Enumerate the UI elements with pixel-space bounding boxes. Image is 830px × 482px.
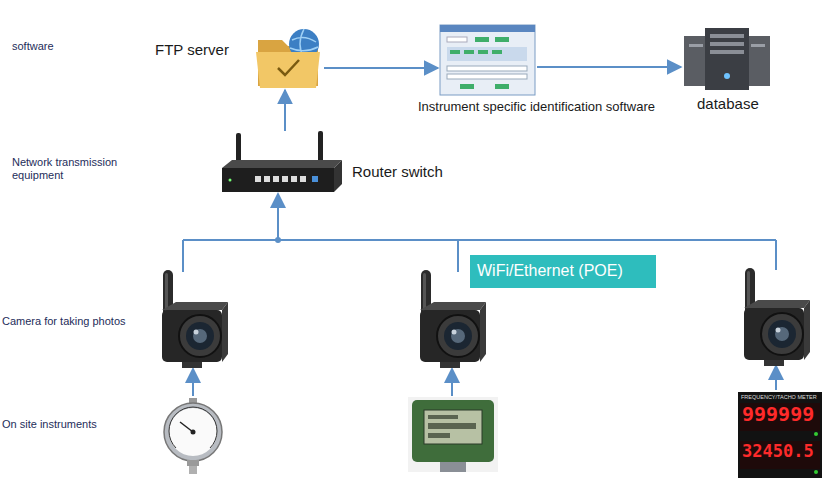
- camera-icon: [162, 270, 228, 368]
- digital-display-icon: [424, 410, 482, 444]
- box-label: WiFi/Ethernet (POE): [477, 262, 623, 280]
- pressure-gauge-icon: [169, 407, 217, 448]
- node-label: database: [697, 95, 759, 112]
- ftp-folder-icon: [256, 52, 320, 88]
- bus-wires: [192, 375, 194, 396]
- software-window-icon: [447, 47, 527, 61]
- router-icon: [222, 168, 334, 192]
- database-server-icon: [710, 34, 744, 38]
- flow-arrow: [324, 67, 438, 69]
- digital-display-icon: [408, 397, 498, 472]
- bus-wires: [182, 240, 184, 272]
- software-window-icon: [440, 25, 535, 32]
- database-server-icon: [705, 28, 749, 90]
- tier-label: Camera for taking photos: [2, 315, 126, 328]
- digital-display-icon: [408, 397, 498, 472]
- pressure-gauge-icon: [189, 466, 197, 474]
- router-icon: [334, 160, 342, 192]
- software-window-icon: [447, 74, 527, 79]
- ftp-folder-icon: [256, 29, 320, 88]
- tier-label: Network transmission equipment: [12, 156, 132, 182]
- router-icon: [300, 176, 306, 182]
- bus-wires: [451, 375, 453, 396]
- digital-display-icon: [428, 423, 476, 429]
- software-window-icon: [478, 50, 488, 54]
- pressure-gauge-icon: [164, 398, 222, 474]
- database-server-icon: [724, 73, 730, 79]
- software-window-icon: [447, 37, 467, 42]
- router-icon: [264, 176, 270, 182]
- router-icon: [273, 176, 279, 182]
- led-digits: 32450.5: [742, 443, 814, 460]
- tacho-meter-icon: [814, 470, 818, 474]
- tacho-meter-icon: [740, 403, 820, 431]
- router-icon: [229, 179, 232, 182]
- node-label: Instrument specific identification softw…: [418, 100, 655, 115]
- bus-wires: [457, 240, 459, 272]
- digital-display-icon: [412, 400, 494, 462]
- software-window-icon: [464, 50, 474, 54]
- led-digits: 999999: [742, 404, 814, 424]
- ftp-folder-icon: [278, 60, 299, 75]
- bus-wires: [277, 200, 279, 240]
- camera-icon: [744, 268, 810, 366]
- router-icon: [282, 176, 288, 182]
- pressure-gauge-icon: [191, 430, 196, 435]
- router-icon: [291, 176, 297, 182]
- tier-label: On site instruments: [2, 418, 97, 431]
- database-server-icon: [684, 36, 708, 86]
- software-window-icon: [450, 50, 460, 54]
- router-node: Router switch: [222, 133, 342, 193]
- database-server-icon: [751, 44, 765, 47]
- digital-display-icon: [428, 433, 450, 438]
- digital-display-icon: [440, 462, 466, 472]
- bus-wires: [183, 200, 776, 396]
- junction-dot: [275, 237, 281, 243]
- node-label: Router switch: [352, 163, 443, 180]
- flow-arrow: [537, 66, 681, 68]
- router-icon: [318, 131, 323, 163]
- software-window-icon: [492, 50, 502, 54]
- database-server-icon: [710, 42, 744, 46]
- software-window-icon: [447, 66, 527, 71]
- pressure-gauge-icon: [164, 403, 222, 461]
- tacho-meter-icon: [738, 392, 822, 478]
- router-icon: [222, 160, 342, 168]
- router-icon: [236, 133, 241, 163]
- software-window-icon: [440, 25, 535, 95]
- flow-arrow: [284, 90, 286, 131]
- bus-wires: [775, 372, 777, 390]
- digital-display-icon: [428, 415, 458, 419]
- bus-wires: [775, 240, 777, 270]
- node-label: FTP server: [155, 41, 229, 58]
- software-window-icon: [475, 37, 489, 42]
- database-server-icon: [689, 44, 703, 47]
- router-icon: [255, 176, 261, 182]
- tacho-meter-icon: [740, 441, 820, 469]
- database-node: database: [683, 28, 771, 90]
- link-type-box: WiFi/Ethernet (POE): [470, 255, 656, 288]
- pressure-gauge-icon: [187, 460, 199, 466]
- software-node: Instrument specific identification softw…: [440, 25, 535, 95]
- bus-wires: [183, 239, 776, 241]
- database-server-icon: [684, 28, 770, 90]
- pressure-gauge-icon: [169, 408, 217, 456]
- database-server-icon: [710, 50, 744, 54]
- software-window-icon: [460, 84, 474, 89]
- router-icon: [222, 131, 342, 192]
- ftp-server-node: FTP server: [255, 30, 322, 88]
- software-window-icon: [440, 25, 535, 95]
- tier-label: software: [12, 40, 54, 53]
- database-server-icon: [746, 36, 770, 86]
- software-window-icon: [495, 37, 509, 42]
- meter-caption: FREQUENCY/TACHO METER: [741, 394, 817, 401]
- software-window-icon: [495, 84, 509, 89]
- tacho-meter-icon: [738, 392, 822, 478]
- tacho-meter-icon: [814, 432, 818, 436]
- router-icon: [312, 176, 318, 182]
